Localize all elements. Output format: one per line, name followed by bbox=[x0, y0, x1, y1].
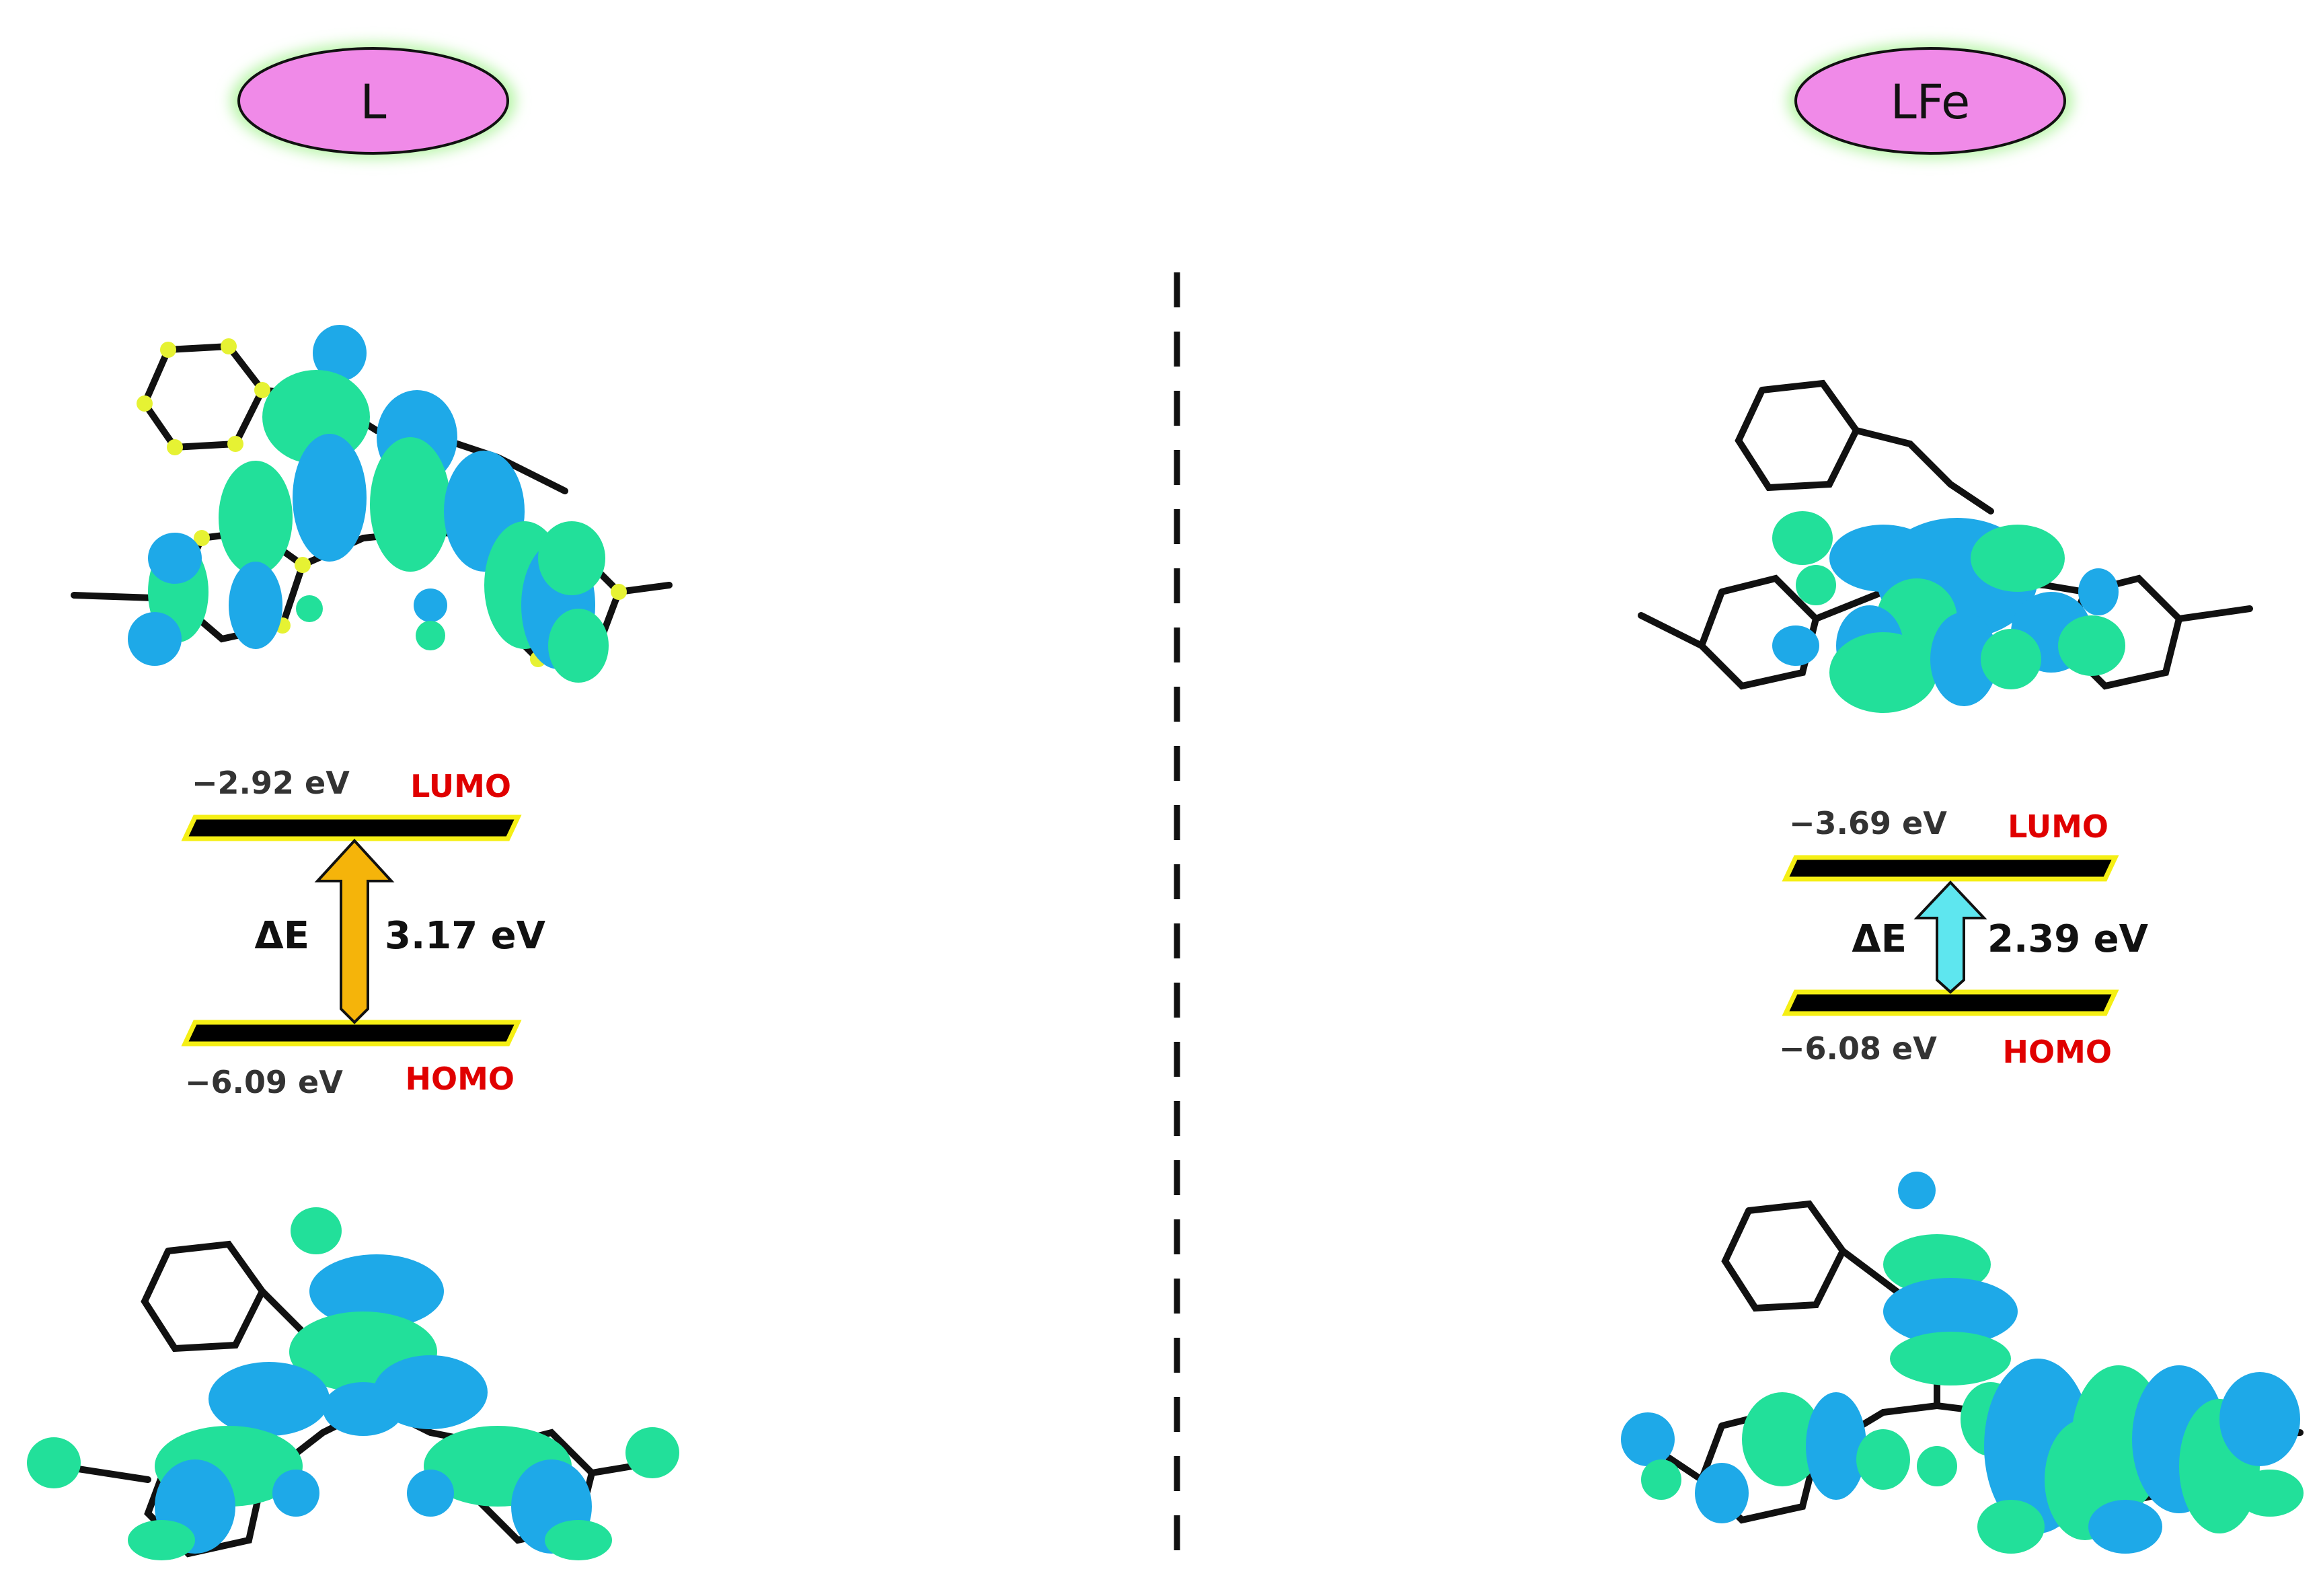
lumo-label-lfe: LUMO bbox=[2008, 808, 2108, 845]
homo-energy-l: −6.09 eV bbox=[185, 1064, 343, 1100]
compound-label-lfe: LFe bbox=[1788, 43, 2073, 159]
compound-name-l: L bbox=[360, 75, 387, 130]
homo-orbital-lfe bbox=[1621, 1172, 2304, 1554]
compound-label-l: L bbox=[231, 43, 516, 159]
gap-value-l: 3.17 eV bbox=[385, 914, 546, 958]
homo-orbital-l bbox=[27, 1207, 679, 1560]
delta-e-symbol-l: ΔE bbox=[254, 914, 309, 958]
delta-e-symbol-lfe: ΔE bbox=[1852, 917, 1907, 961]
lumo-label-l: LUMO bbox=[410, 768, 511, 804]
lumo-energy-lfe: −3.69 eV bbox=[1789, 805, 1947, 841]
homo-label-l: HOMO bbox=[406, 1061, 515, 1097]
compound-name-lfe: LFe bbox=[1891, 75, 1971, 130]
gap-value-lfe: 2.39 eV bbox=[1987, 917, 2149, 961]
lumo-orbital-lfe bbox=[1638, 379, 2253, 713]
lumo-level-bar-lfe bbox=[1782, 855, 2119, 882]
lumo-energy-l: −2.92 eV bbox=[192, 765, 350, 801]
energy-diagram-lfe: −3.69 eV LUMO −6.08 eV HOMO ΔE 2.39 eV bbox=[1779, 805, 2149, 1070]
gap-arrow-lfe bbox=[1913, 880, 1987, 994]
homo-energy-lfe: −6.08 eV bbox=[1779, 1030, 1937, 1067]
lumo-orbital-l bbox=[71, 325, 673, 683]
homo-label-lfe: HOMO bbox=[2003, 1034, 2112, 1070]
energy-diagram-l: −2.92 eV LUMO −6.09 eV HOMO ΔE 3.17 eV bbox=[181, 765, 546, 1100]
homo-level-bar-l bbox=[181, 1020, 522, 1047]
lumo-level-bar-l bbox=[181, 814, 522, 841]
homo-level-bar-lfe bbox=[1782, 989, 2119, 1016]
gap-arrow-l bbox=[314, 839, 395, 1024]
